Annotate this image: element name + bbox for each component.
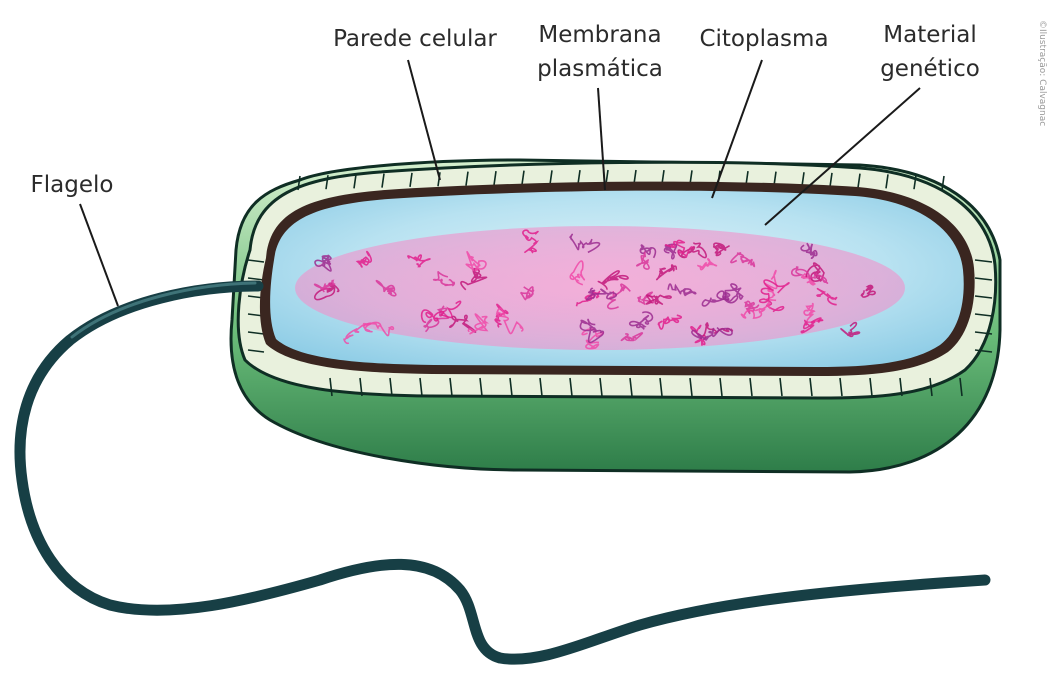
label-flagellum: Flagelo [31, 172, 114, 198]
label-genetic-line2: genético [880, 56, 980, 82]
label-cytoplasm: Citoplasma [699, 26, 828, 52]
label-cell-wall: Parede celular [333, 26, 497, 52]
image-credit: ©Ilustração: Calvagnac [1037, 20, 1047, 126]
leader-line-flagellum [80, 204, 118, 306]
label-membrane-line2: plasmática [537, 56, 663, 82]
label-genetic-line1: Material [883, 22, 976, 48]
label-membrane-line1: Membrana [538, 22, 661, 48]
